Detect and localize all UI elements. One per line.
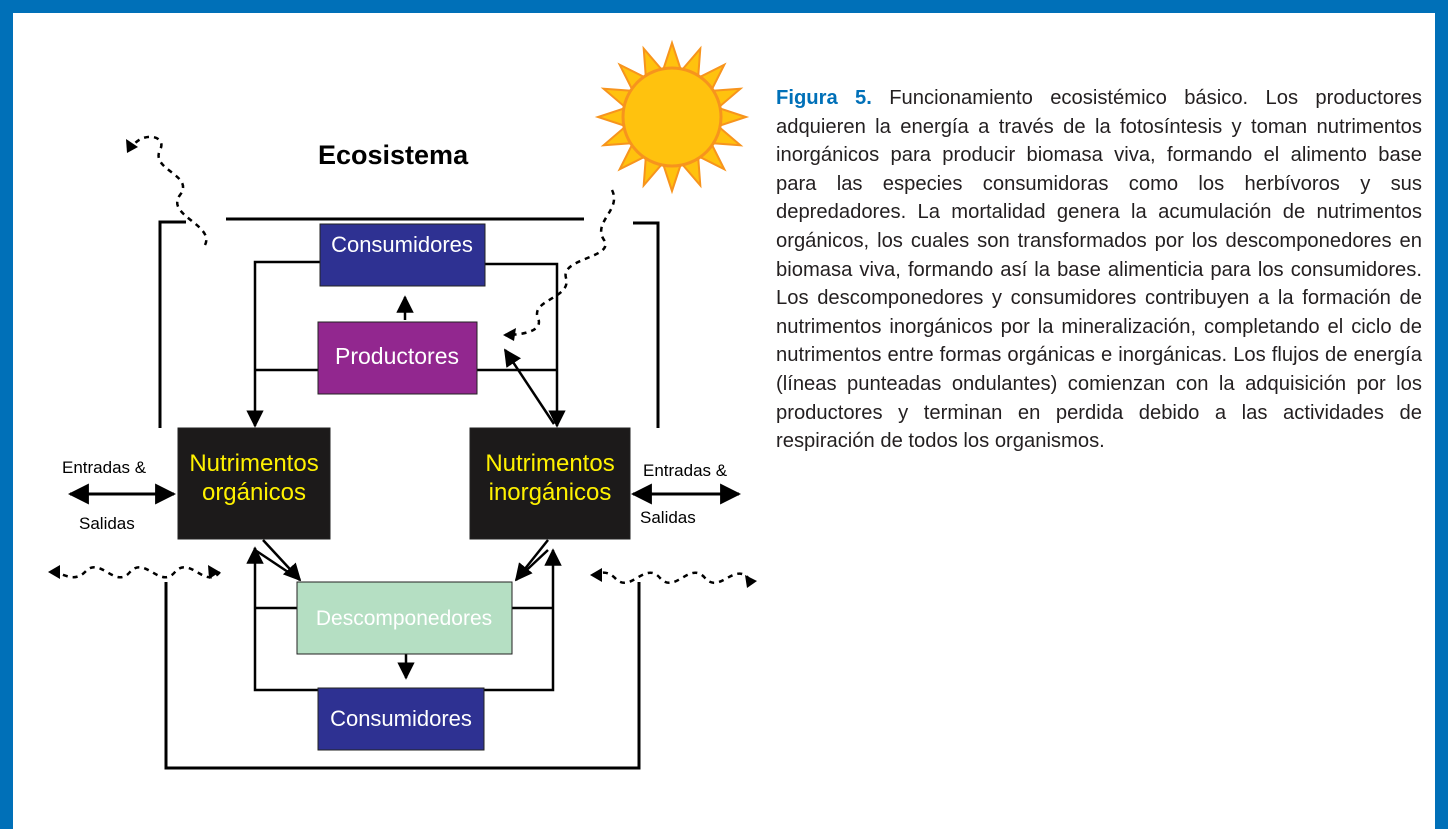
sun-icon (594, 39, 750, 195)
organic-nutrients-box: Nutrimentos orgánicos (177, 427, 331, 540)
diagram-title: Ecosistema (318, 140, 469, 170)
inorganic-nutrients-box: Nutrimentos inorgánicos (469, 427, 631, 540)
inner-cycle-lines (246, 260, 566, 692)
figure-caption-text: Funcionamiento ecosistémico básico. Los … (776, 87, 1422, 453)
consumers-bottom-box: Consumidores (317, 687, 485, 751)
io-right-label-line1: Entradas & (643, 461, 728, 480)
inorganic-nutrients-label-line2: inorgánicos (489, 479, 612, 506)
producers-box: Productores (317, 321, 478, 395)
consumers-bottom-label: Consumidores (330, 706, 472, 731)
figure-caption-label: Figura 5. (776, 87, 872, 109)
decomposers-box: Descomponedores (296, 581, 513, 655)
io-left-label-line1: Entradas & (62, 458, 147, 477)
figure-caption: Figura 5. Funcionamiento ecosistémico bá… (776, 84, 1422, 456)
producers-label: Productores (335, 343, 459, 369)
organic-nutrients-label-line2: orgánicos (202, 479, 306, 506)
consumers-top-label: Consumidores (331, 232, 473, 257)
io-right-label-line2: Salidas (640, 508, 696, 527)
consumers-top-box: Consumidores (319, 223, 486, 287)
inorganic-nutrients-label-line1: Nutrimentos (485, 450, 614, 477)
io-left-label-line2: Salidas (79, 514, 135, 533)
decomposers-label: Descomponedores (316, 607, 492, 630)
energy-flow-waves (54, 135, 751, 585)
organic-nutrients-label-line1: Nutrimentos (189, 450, 318, 477)
energy-flow-arrowheads (48, 139, 757, 588)
outer-cycle-lines (158, 217, 660, 770)
